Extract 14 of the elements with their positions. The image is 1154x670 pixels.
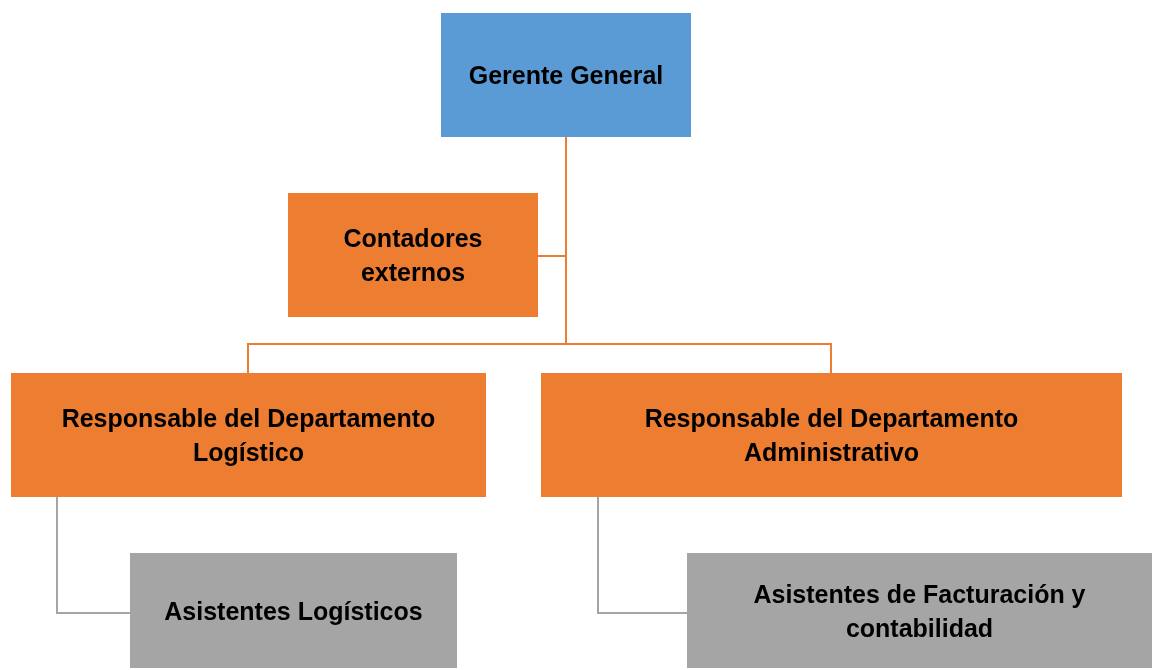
- org-box: [541, 373, 1122, 497]
- connector-line: [56, 496, 131, 614]
- box-label: Asistentes de Facturación y contabilidad: [752, 578, 1087, 644]
- org-box: [130, 553, 457, 668]
- org-box: [288, 193, 538, 317]
- box-label: Gerente General: [468, 60, 664, 91]
- org-box: [441, 13, 691, 137]
- box-label: Asistentes Logísticos: [164, 595, 423, 627]
- connector-line: [597, 496, 688, 614]
- org-box: [11, 373, 486, 497]
- box-label: Responsable del Departamento Logístico: [60, 403, 437, 468]
- org-box: [687, 553, 1152, 668]
- box-label: Responsable del Departamento Administrativo: [643, 403, 1020, 468]
- box-label: Contadores externos: [342, 223, 484, 288]
